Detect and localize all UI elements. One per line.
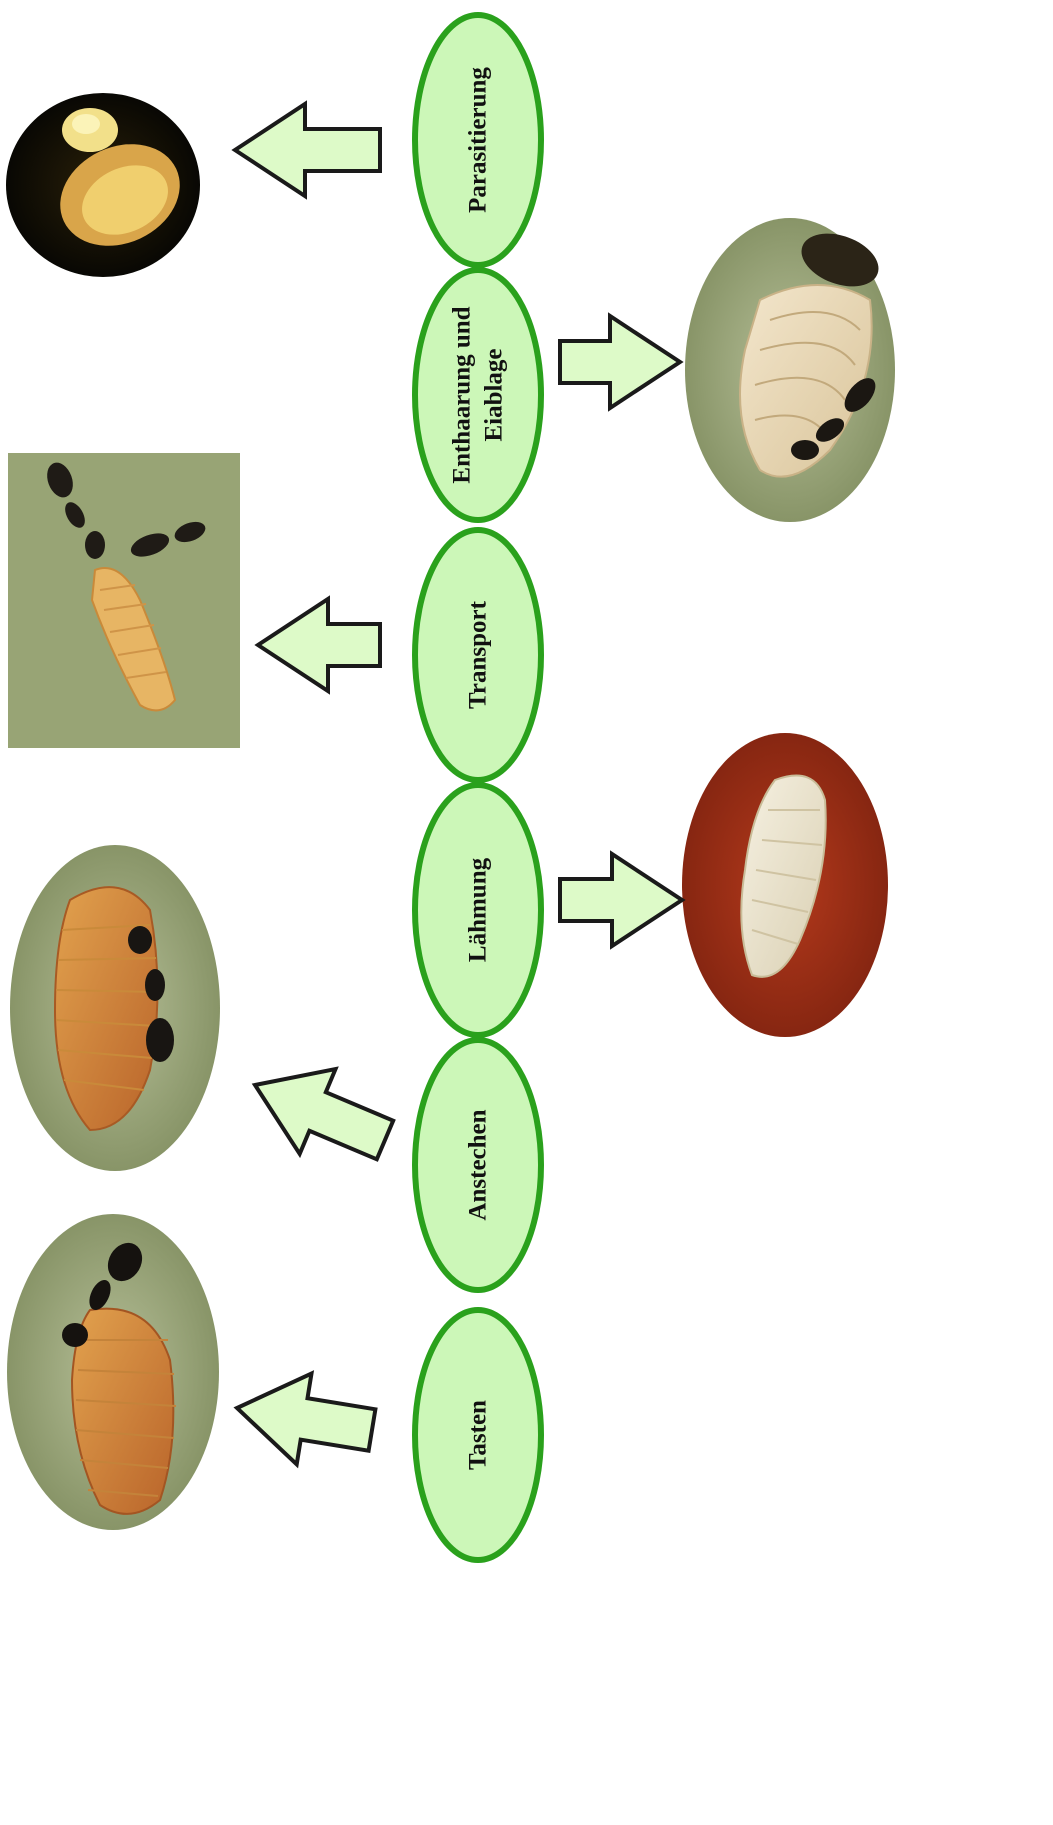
- arrow-to-photo-anstechen: [255, 1069, 393, 1159]
- stage-label: Enthaarung und: [449, 306, 476, 483]
- photo-enthaarung: [685, 218, 895, 522]
- stage-parasitierung: Parasitierung: [415, 15, 541, 265]
- stage-tasten: Tasten: [415, 1310, 541, 1560]
- arrow-to-photo-transport: [258, 599, 380, 691]
- stage-anstechen: Anstechen: [415, 1040, 541, 1290]
- stage-transport: Transport: [415, 530, 541, 780]
- arrow-to-photo-parasitierung: [235, 104, 380, 196]
- stage-label: Parasitierung: [465, 67, 492, 213]
- stage-label: Transport: [465, 600, 492, 709]
- arrow-to-photo-tasten: [237, 1374, 375, 1465]
- photo-laehmung: [682, 733, 888, 1037]
- stage-laehmung: Lähmung: [415, 785, 541, 1035]
- arrow-to-photo-enthaarung: [560, 316, 680, 408]
- photo-transport: [8, 453, 240, 748]
- stage-ellipse: [415, 270, 541, 520]
- photo-anstechen: [10, 845, 220, 1171]
- stage-label: Eiablage: [481, 348, 508, 441]
- stage-label: Tasten: [465, 1400, 492, 1470]
- stage-label: Lähmung: [465, 857, 492, 962]
- photo-parasitierung: [6, 93, 200, 277]
- photo-tasten: [7, 1214, 219, 1530]
- stage-label: Anstechen: [465, 1109, 492, 1220]
- arrow-to-photo-laehmung: [560, 854, 682, 946]
